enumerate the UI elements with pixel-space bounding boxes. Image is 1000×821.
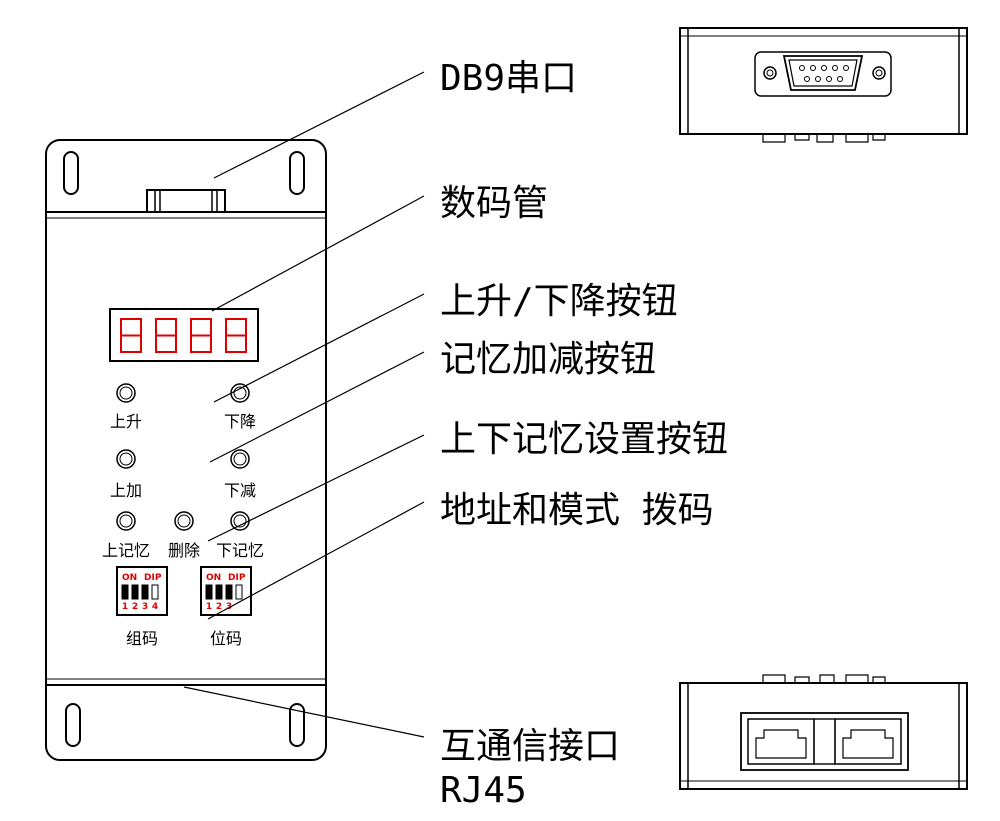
display-digit — [225, 318, 247, 353]
db9-pin — [821, 65, 827, 71]
display-digit — [190, 318, 212, 353]
dip-switch-lever[interactable] — [131, 584, 139, 600]
dip-switch-lever[interactable] — [225, 584, 233, 600]
db9-pin — [815, 76, 821, 82]
callout-memory-set-buttons: 上下记忆设置按钮 — [440, 419, 728, 460]
add-button[interactable] — [116, 449, 136, 469]
callout-display: 数码管 — [440, 183, 548, 224]
db9-port — [782, 55, 864, 91]
delete-button[interactable] — [174, 511, 194, 531]
enclosure-body — [45, 211, 327, 686]
callout-updown-buttons: 上升/下降按钮 — [440, 281, 678, 322]
dip-switch-lever[interactable] — [141, 584, 149, 600]
dip-switch-number: 2 — [132, 602, 138, 612]
up-button[interactable] — [116, 383, 136, 403]
leader-memory-adjust — [209, 351, 425, 463]
leader-db9 — [213, 71, 425, 179]
mounting-plate — [45, 139, 327, 761]
display-digit — [120, 318, 142, 353]
leader-updown — [213, 293, 425, 403]
db9-pin — [826, 76, 832, 82]
down-button-label: 下降 — [224, 412, 256, 431]
dip-switch-lever[interactable] — [205, 584, 213, 600]
callout-db9: DB9串口 — [440, 58, 577, 99]
db9-pin — [837, 76, 843, 82]
dip-switch-number: 1 — [206, 602, 212, 612]
delete-button-label: 删除 — [168, 541, 200, 560]
callout-memory-adjust-buttons: 记忆加减按钮 — [440, 339, 656, 380]
seven-segment-display — [109, 308, 259, 362]
dip-switch-lever[interactable] — [121, 584, 129, 600]
subtract-button-label: 下减 — [224, 481, 256, 500]
rj45-port-right — [834, 718, 902, 765]
db9-pin — [832, 65, 838, 71]
db9-connector-top — [146, 189, 226, 213]
callout-dip-switch: 地址和模式 拨码 — [440, 490, 714, 531]
dip-switch-number: 1 — [122, 602, 128, 612]
dip-group-on-text: ON — [122, 573, 137, 583]
db9-pin — [804, 76, 810, 82]
upper-memory-label: 上记忆 — [102, 541, 150, 560]
leader-memory-set — [207, 434, 425, 542]
callout-rj45-line2: RJ45 — [440, 770, 527, 811]
dip-switch-number: 4 — [152, 602, 158, 612]
dip-group-dip-text: DIP — [144, 573, 162, 583]
dip-position-dip-text: DIP — [228, 573, 246, 583]
display-digit — [155, 318, 177, 353]
dip-position-label: 位码 — [210, 629, 242, 648]
dip-position-on-text: ON — [206, 573, 221, 583]
bottom-view-rj45 — [679, 674, 968, 790]
dip-switch-number: 2 — [216, 602, 222, 612]
dip-switch-lever[interactable] — [151, 584, 159, 600]
mounting-slot-top-right — [289, 151, 305, 195]
top-view-db9 — [679, 27, 968, 143]
lower-memory-label: 下记忆 — [216, 541, 264, 560]
mounting-slot-bottom-right — [289, 703, 305, 747]
rj45-port-left — [747, 718, 815, 765]
leader-rj45 — [183, 686, 425, 738]
up-button-label: 上升 — [110, 412, 142, 431]
dip-group-label: 组码 — [126, 629, 158, 648]
callout-rj45-line1: 互通信接口 — [440, 726, 620, 767]
dip-switch-number: 3 — [142, 602, 148, 612]
add-button-label: 上加 — [110, 481, 142, 500]
db9-pin — [810, 65, 816, 71]
mounting-slot-bottom-left — [65, 703, 81, 747]
leader-lines — [183, 71, 425, 738]
leader-display — [211, 195, 425, 312]
db9-pin — [799, 65, 805, 71]
mounting-slot-top-left — [63, 151, 79, 195]
db9-pin — [843, 65, 849, 71]
subtract-button[interactable] — [230, 449, 250, 469]
dip-switch-lever[interactable] — [235, 584, 243, 600]
upper-memory-button[interactable] — [116, 511, 136, 531]
dip-switch-lever[interactable] — [215, 584, 223, 600]
leader-dip — [207, 501, 425, 620]
